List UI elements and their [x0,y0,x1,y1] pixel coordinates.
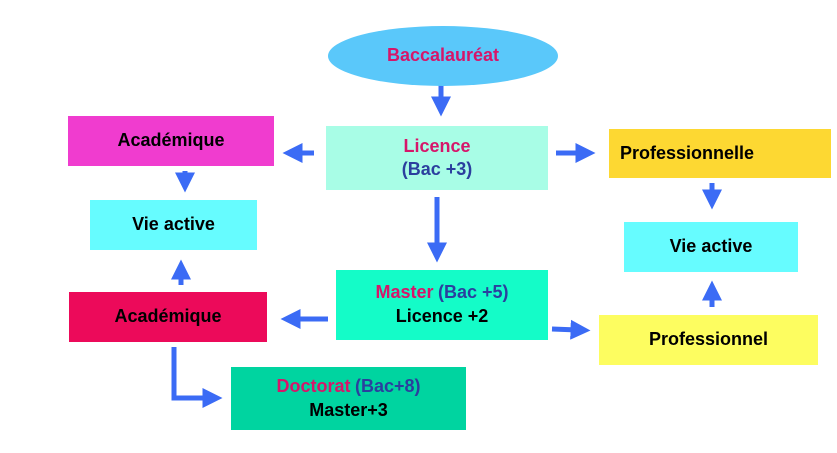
node-professionnel: Professionnel [599,315,818,365]
master-line2: Licence +2 [395,306,489,327]
doctorat-name: Doctorat [276,375,351,396]
arrow-master-to-professionnel [551,319,591,340]
node-baccalaureat: Baccalauréat [328,26,558,86]
node-academique-1: Académique [68,116,274,166]
node-vie-active-2: Vie active [624,222,798,272]
arrow-academique2-to-doctorat [171,347,223,408]
master-name: Master [375,282,434,303]
node-academique-2: Académique [69,292,267,342]
master-detail: (Bac +5) [437,282,509,303]
licence-detail: (Bac +3) [401,159,473,179]
academique-1-label: Académique [117,130,225,151]
doctorat-line2: Master+3 [309,399,388,420]
node-professionnelle: Professionnelle [609,129,831,178]
vie-active-2-label: Vie active [669,236,753,257]
professionnelle-label: Professionnelle [620,142,755,163]
node-doctorat: Doctorat (Bac+8) Master+3 [231,367,466,430]
baccalaureat-label: Baccalauréat [386,45,500,66]
doctorat-line1: Doctorat (Bac+8) [277,375,421,399]
doctorat-detail: (Bac+8) [354,375,421,396]
vie-active-1-label: Vie active [132,214,215,235]
professionnel-label: Professionnel [648,329,769,350]
node-vie-active-1: Vie active [90,200,257,250]
academique-2-label: Académique [114,306,222,327]
licence-name: Licence [403,135,471,156]
node-licence: Licence (Bac +3) [326,126,548,190]
master-line1: Master (Bac +5) [375,281,508,305]
node-master: Master (Bac +5) Licence +2 [336,270,548,340]
